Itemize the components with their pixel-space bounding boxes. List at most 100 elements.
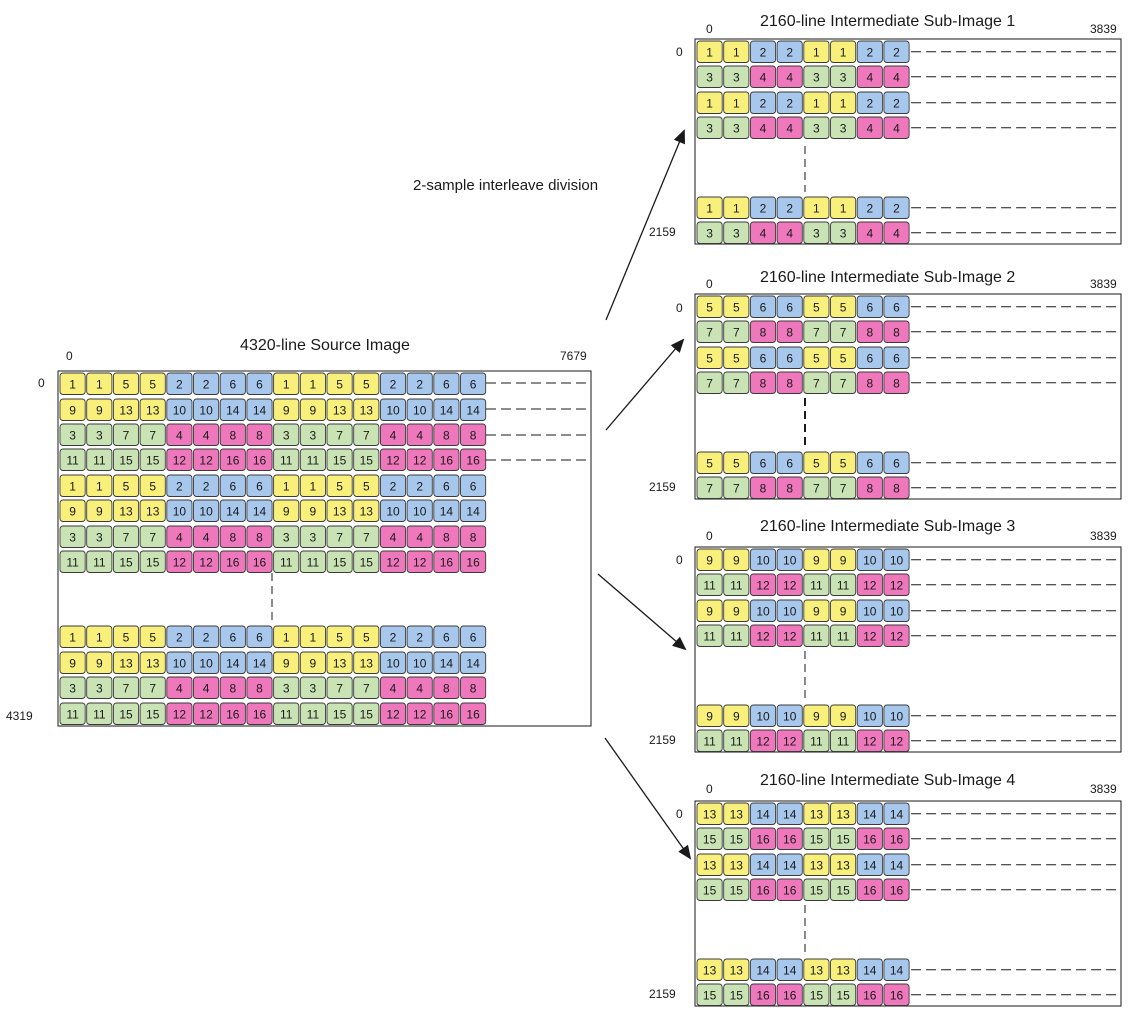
sample-cell-box <box>883 91 910 114</box>
sample-cell-label: 13 <box>810 858 824 872</box>
sample-cell-label: 14 <box>226 656 240 670</box>
sample-cell-label: 15 <box>146 555 160 569</box>
sample-cell-box <box>803 346 830 369</box>
sample-cell-label: 6 <box>893 300 900 314</box>
sample-cell-label: 11 <box>93 453 106 467</box>
sample-cell: 11 <box>299 702 326 725</box>
sample-cell-box <box>776 878 803 901</box>
sample-cell-label: 9 <box>69 656 76 670</box>
sample-cell: 16 <box>749 878 777 901</box>
sample-cell-label: 7 <box>123 681 130 695</box>
source-x-end-label: 7679 <box>560 349 587 363</box>
sample-cell: 14 <box>219 398 246 421</box>
sample-cell-label: 2 <box>866 96 873 110</box>
sample-cell-box <box>59 651 86 674</box>
sample-cell-box <box>86 423 113 446</box>
sample-cell-box <box>379 499 407 522</box>
sample-cell: 9 <box>86 499 113 522</box>
sample-cell-box <box>273 651 300 674</box>
sample-cell-box <box>246 676 273 699</box>
sample-cell: 1 <box>59 372 86 395</box>
sample-cell-label: 15 <box>146 707 160 721</box>
sample-cell-box <box>749 624 777 647</box>
sample-cell: 8 <box>219 676 246 699</box>
sample-cell: 13 <box>112 499 140 522</box>
sample-cell: 10 <box>749 548 777 571</box>
sample-cell-box <box>299 625 326 648</box>
sample-cell-box <box>86 448 113 471</box>
sample-cell-box <box>379 474 407 497</box>
sample-cell: 10 <box>749 704 777 727</box>
sample-cell-box <box>830 599 857 622</box>
sample-cell-box <box>803 65 830 88</box>
sample-cell: 10 <box>166 651 193 674</box>
sample-cell: 15 <box>803 983 830 1006</box>
sample-cell: 15 <box>326 702 353 725</box>
sample-cell-label: 12 <box>890 629 904 643</box>
sample-cell-box <box>246 448 273 471</box>
sample-cell-box <box>749 221 777 244</box>
sample-cell: 6 <box>246 372 273 395</box>
sample-cell-label: 16 <box>440 555 454 569</box>
sample-cell-box <box>299 525 326 548</box>
sample-cell: 14 <box>246 499 273 522</box>
sample-cell-box <box>273 474 300 497</box>
sample-cell-box <box>856 853 883 876</box>
sample-cell-label: 8 <box>470 530 477 544</box>
sample-cell-box <box>803 320 830 343</box>
sample-cell: 10 <box>166 499 193 522</box>
sample-cell-label: 11 <box>730 578 743 592</box>
sample-cell-label: 9 <box>283 656 290 670</box>
sample-cell: 8 <box>776 320 803 343</box>
sample-cell-label: 5 <box>813 300 820 314</box>
sample-cell-label: 14 <box>863 963 877 977</box>
sample-cell: 5 <box>723 295 750 318</box>
sample-cell-box <box>883 320 910 343</box>
sample-cell: 12 <box>193 448 220 471</box>
sample-cell-label: 10 <box>783 604 797 618</box>
sample-cell-label: 8 <box>893 481 900 495</box>
sample-cell-box <box>59 423 86 446</box>
sample-cell-label: 2 <box>416 479 423 493</box>
sample-cell: 6 <box>883 295 910 318</box>
sample-cell: 3 <box>59 525 86 548</box>
sample-cell-box <box>856 371 883 394</box>
sample-cell-label: 2 <box>390 479 397 493</box>
sample-cell-label: 7 <box>336 681 343 695</box>
sample-cell: 8 <box>219 423 246 446</box>
sample-cell-label: 4 <box>416 428 423 442</box>
sample-cell: 7 <box>112 676 140 699</box>
sample-cell-label: 13 <box>703 963 717 977</box>
sample-cell-label: 11 <box>837 734 850 748</box>
sample-cell: 14 <box>219 651 246 674</box>
sample-cell-box <box>883 729 910 752</box>
sample-cell: 9 <box>696 704 723 727</box>
sample-cell-label: 6 <box>229 630 236 644</box>
sample-cell-label: 16 <box>890 883 904 897</box>
sample-cell-box <box>856 958 883 981</box>
sample-cell-label: 9 <box>69 403 76 417</box>
sample-cell: 14 <box>246 651 273 674</box>
sample-cell-label: 13 <box>836 807 850 821</box>
sample-cell: 7 <box>112 423 140 446</box>
sample-cell-box <box>723 729 750 752</box>
sample-cell: 1 <box>723 91 750 114</box>
sample-cell-box <box>830 802 857 825</box>
sample-cell-label: 6 <box>760 300 767 314</box>
sample-cell-label: 4 <box>866 121 873 135</box>
sample-cell-label: 11 <box>307 453 320 467</box>
sample-cell: 9 <box>299 651 326 674</box>
sample-cell-label: 15 <box>730 832 744 846</box>
sample-cell-label: 5 <box>706 351 713 365</box>
sample-cell-label: 14 <box>440 504 454 518</box>
sample-cell-label: 1 <box>283 479 290 493</box>
sample-cell-box <box>433 525 460 548</box>
sample-cell-box <box>193 423 220 446</box>
sample-cell-box <box>749 983 777 1006</box>
sample-cell-label: 1 <box>96 630 103 644</box>
sample-cell-box <box>353 550 380 573</box>
sample-cell-label: 4 <box>203 681 210 695</box>
sample-cell-box <box>830 476 857 499</box>
sample-cell-box <box>883 295 910 318</box>
